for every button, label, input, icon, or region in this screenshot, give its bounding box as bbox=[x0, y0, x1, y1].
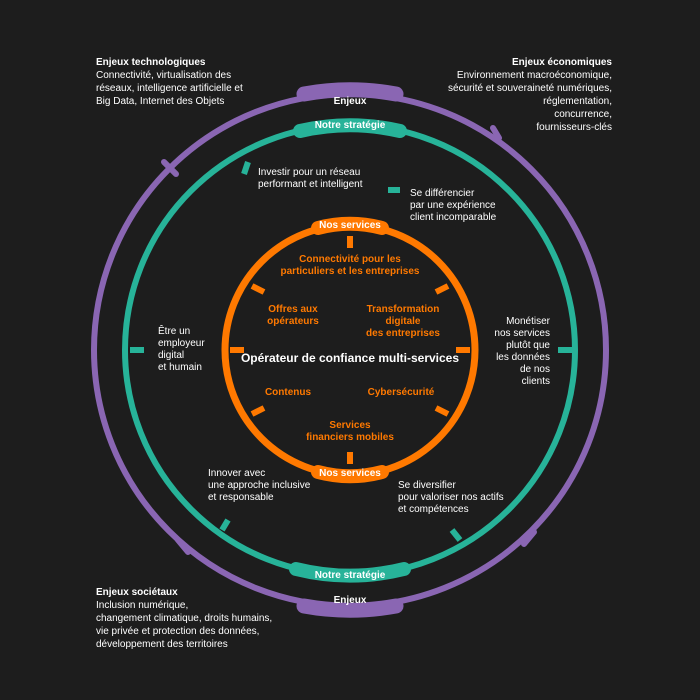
outer-label-band-bottom bbox=[296, 598, 404, 618]
middle-ring-ticks bbox=[130, 161, 572, 542]
middle-ring-label-bottom: Notre stratégie bbox=[315, 570, 386, 581]
outer-ring-ticks bbox=[161, 125, 537, 555]
strategy-top: Investir pour un réseau performant et in… bbox=[258, 167, 363, 190]
middle-label-band-top bbox=[293, 118, 407, 138]
strategy-left: Être un employeur digital et humain bbox=[158, 326, 205, 373]
outer-ring-label-bottom: Enjeux bbox=[334, 595, 367, 606]
service-connectivite: Connectivité pour les particuliers et le… bbox=[280, 254, 420, 277]
strategy-bottom-left: Innover avec une approche inclusive et r… bbox=[208, 468, 311, 503]
outer-label-band-top bbox=[296, 82, 404, 102]
inner-ring-label-bottom: Nos services bbox=[319, 468, 381, 479]
outer-ring-label-top: Enjeux bbox=[334, 96, 367, 107]
corner-title: Enjeux technologiques bbox=[96, 57, 206, 68]
corner-economique: Enjeux économiques Environnement macroéc… bbox=[448, 56, 612, 134]
service-operateurs: Offres aux opérateurs bbox=[267, 304, 319, 327]
service-financiers: Services financiers mobiles bbox=[306, 420, 394, 443]
corner-body: Environnement macroéconomique, sécurité … bbox=[448, 70, 612, 133]
corner-body: Connectivité, virtualisation des réseaux… bbox=[96, 70, 243, 107]
corner-body: Inclusion numérique, changement climatiq… bbox=[96, 600, 273, 650]
service-cybersecurite: Cybersécurité bbox=[367, 387, 435, 398]
service-transformation: Transformation digitale des entreprises bbox=[366, 304, 440, 339]
middle-ring-label-top: Notre stratégie bbox=[315, 120, 386, 131]
center-title: Opérateur de confiance multi-services bbox=[240, 351, 460, 365]
inner-label-band-bottom bbox=[311, 465, 389, 484]
corner-title: Enjeux sociétaux bbox=[96, 587, 178, 598]
strategy-bottom-right: Se diversifier pour valoriser nos actifs… bbox=[398, 480, 504, 515]
corner-societal: Enjeux sociétaux Inclusion numérique, ch… bbox=[96, 586, 272, 651]
strategy-top-right: Se différencier par une expérience clien… bbox=[410, 188, 497, 223]
service-contenus: Contenus bbox=[264, 387, 312, 398]
corner-title: Enjeux économiques bbox=[511, 57, 612, 68]
strategy-right: Monétiser nos services plutôt que les do… bbox=[494, 316, 550, 387]
inner-label-band-top bbox=[311, 216, 389, 235]
corner-technologique: Enjeux technologiques Connectivité, virt… bbox=[96, 56, 243, 108]
inner-ring-ticks bbox=[230, 236, 470, 464]
inner-ring-label-top: Nos services bbox=[319, 220, 381, 231]
middle-label-band-bottom bbox=[289, 562, 411, 583]
